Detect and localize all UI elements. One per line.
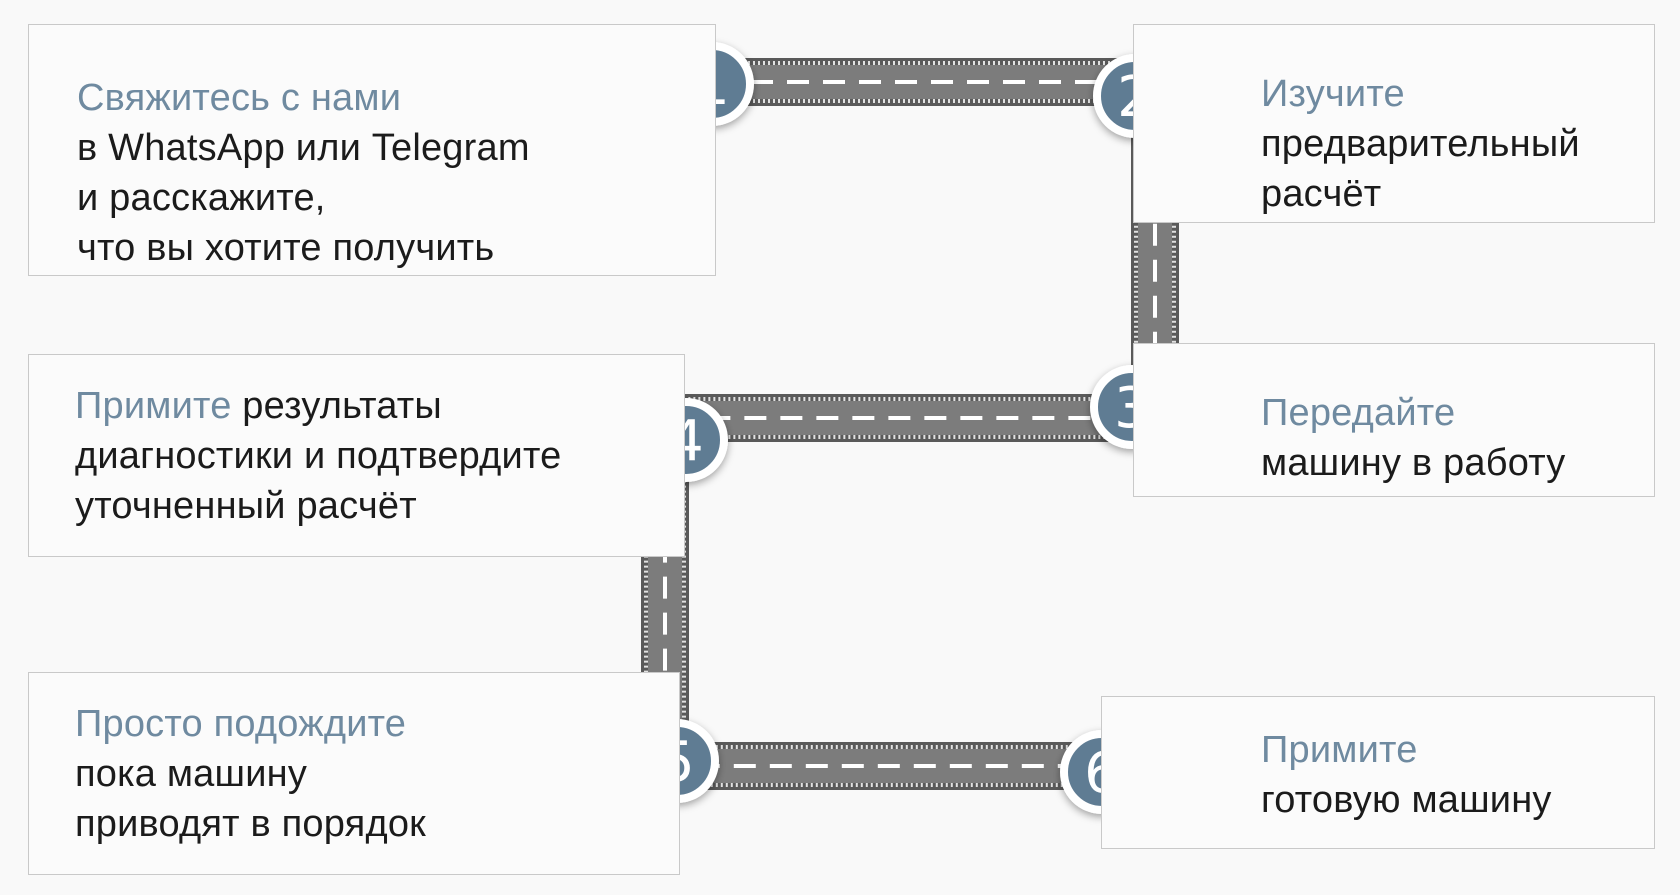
step-4-first-line: Примите результаты bbox=[75, 381, 684, 431]
step-6-line-1: готовую машину bbox=[1261, 779, 1552, 821]
step-1-line-2: и расскажите, bbox=[77, 177, 326, 219]
step-card-1: Свяжитесь с нами в WhatsApp или Telegram… bbox=[28, 24, 716, 276]
step-4-line-2: уточненный расчёт bbox=[75, 485, 417, 527]
step-card-5: Просто подождите пока машину приводят в … bbox=[28, 672, 680, 875]
step-5-title: Просто подождите bbox=[75, 703, 407, 745]
step-3-title: Передайте bbox=[1261, 392, 1456, 434]
step-3-line-1: машину в работу bbox=[1261, 442, 1566, 484]
step-card-6: Примите готовую машину bbox=[1101, 696, 1655, 849]
step-1-line-3: что вы хотите получить bbox=[77, 227, 495, 269]
step-5-line-1: пока машину bbox=[75, 753, 308, 795]
step-4-title: Примите bbox=[75, 385, 232, 427]
step-card-3: Передайте машину в работу bbox=[1133, 343, 1655, 497]
step-4-line-1: диагностики и подтвердите bbox=[75, 435, 562, 477]
step-4-title-rest: результаты bbox=[231, 385, 442, 427]
step-1-line-1: в WhatsApp или Telegram bbox=[77, 127, 530, 169]
step-2-line-2: расчёт bbox=[1261, 173, 1382, 215]
step-card-2: Изучите предварительный расчёт bbox=[1133, 24, 1655, 223]
step-2-line-1: предварительный bbox=[1261, 123, 1580, 165]
step-1-title: Свяжитесь с нами bbox=[77, 77, 402, 119]
step-2-title: Изучите bbox=[1261, 73, 1405, 115]
step-6-title: Примите bbox=[1261, 729, 1418, 771]
step-5-line-2: приводят в порядок bbox=[75, 803, 426, 845]
step-card-4: Примите результаты диагностики и подтвер… bbox=[28, 354, 685, 557]
